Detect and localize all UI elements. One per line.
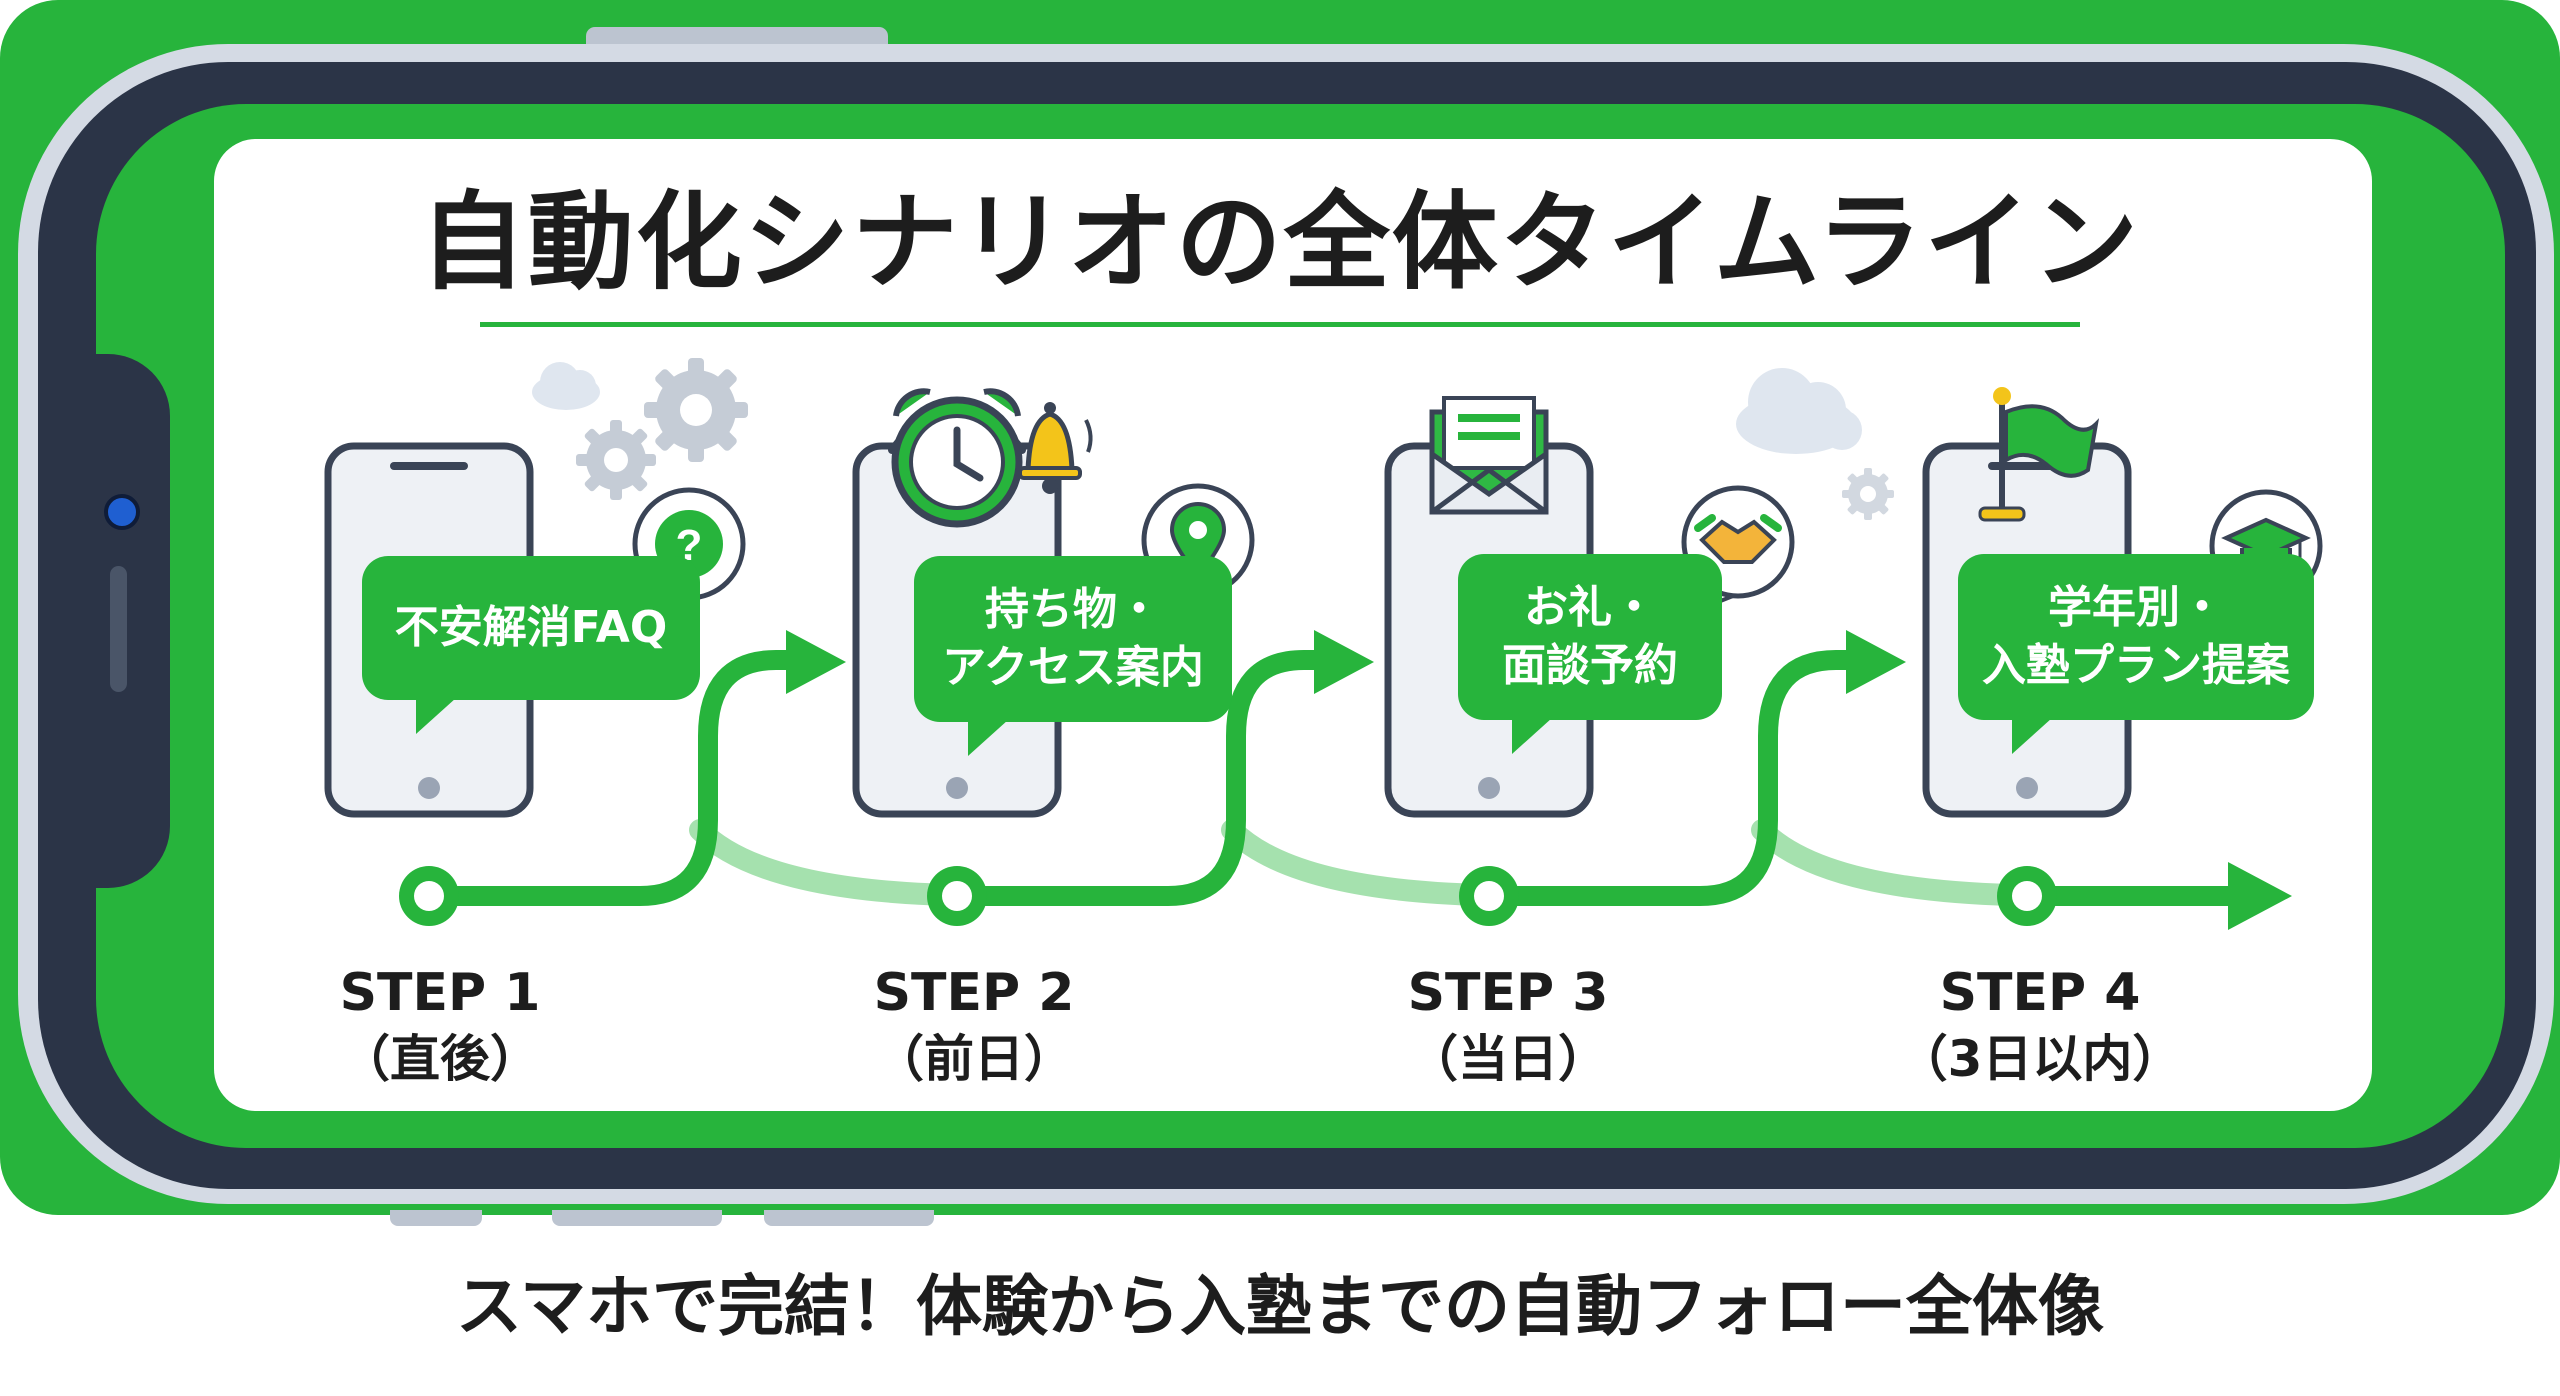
message-bubble-step-1: 不安解消FAQ — [362, 556, 700, 734]
arrow-right-icon — [1314, 630, 1374, 694]
phone-notch — [38, 354, 170, 888]
step-label-1: STEP 1 （直後） — [250, 960, 630, 1092]
message-line: 持ち物・ — [985, 584, 1161, 635]
message-line: お礼・ — [1524, 582, 1656, 633]
step-number: STEP 2 — [873, 963, 1075, 1023]
step-label-2: STEP 2 （前日） — [784, 960, 1164, 1092]
flag-icon — [1978, 387, 2100, 522]
gear-icon — [576, 420, 656, 500]
message-bubble-step-3: お礼・ 面談予約 — [1458, 554, 1722, 754]
step-timing: （当日） — [1408, 1030, 1608, 1088]
arrow-right-icon — [786, 630, 846, 694]
cloud-icon — [1736, 368, 1862, 454]
arrow-right-icon — [2228, 862, 2292, 930]
timeline-node — [1997, 866, 2057, 926]
gear-icon — [644, 358, 748, 462]
step-number: STEP 4 — [1939, 963, 2141, 1023]
arrowheads — [786, 630, 2292, 930]
timeline-node — [399, 866, 459, 926]
cloud-icon — [532, 362, 600, 410]
message-bubble-step-2: 持ち物・ アクセス案内 — [914, 556, 1232, 756]
message-line: 学年別・ — [2048, 582, 2224, 633]
arrow-right-icon — [1846, 630, 1906, 694]
step-timing: （3日以内） — [1897, 1030, 2183, 1088]
speaker-grille — [110, 566, 127, 692]
step-timing: （直後） — [340, 1030, 540, 1088]
title-underline — [480, 322, 2080, 327]
timeline-node — [927, 866, 987, 926]
phone-side-button — [552, 1210, 722, 1226]
step-number: STEP 1 — [339, 963, 541, 1023]
phone-side-button — [586, 27, 888, 45]
message-line: 入塾プラン提案 — [1982, 640, 2290, 691]
step-timing: （前日） — [874, 1030, 1074, 1088]
message-line: アクセス案内 — [942, 642, 1204, 693]
camera-icon — [104, 494, 140, 530]
caption: スマホで完結！体験から入塾までの自動フォロー全体像 — [455, 1268, 2105, 1345]
step-label-4: STEP 4 （3日以内） — [1850, 960, 2230, 1092]
timeline-path — [419, 650, 2240, 906]
timeline-shadow — [689, 819, 2023, 906]
message-line: 不安解消FAQ — [394, 602, 668, 653]
envelope-icon — [1429, 396, 1549, 515]
phone-side-button — [390, 1210, 482, 1226]
step-label-3: STEP 3 （当日） — [1318, 960, 1698, 1092]
step-number: STEP 3 — [1407, 963, 1609, 1023]
alarm-clock-icon — [888, 388, 1026, 528]
message-line: 面談予約 — [1502, 640, 1678, 691]
phone-side-button — [764, 1210, 934, 1226]
bell-icon — [1018, 402, 1093, 494]
timeline-node — [1459, 866, 1519, 926]
message-bubble-step-4: 学年別・ 入塾プラン提案 — [1958, 554, 2314, 754]
gear-icon — [1842, 468, 1894, 520]
page-title: 自動化シナリオの全体タイムライン — [419, 181, 2141, 304]
